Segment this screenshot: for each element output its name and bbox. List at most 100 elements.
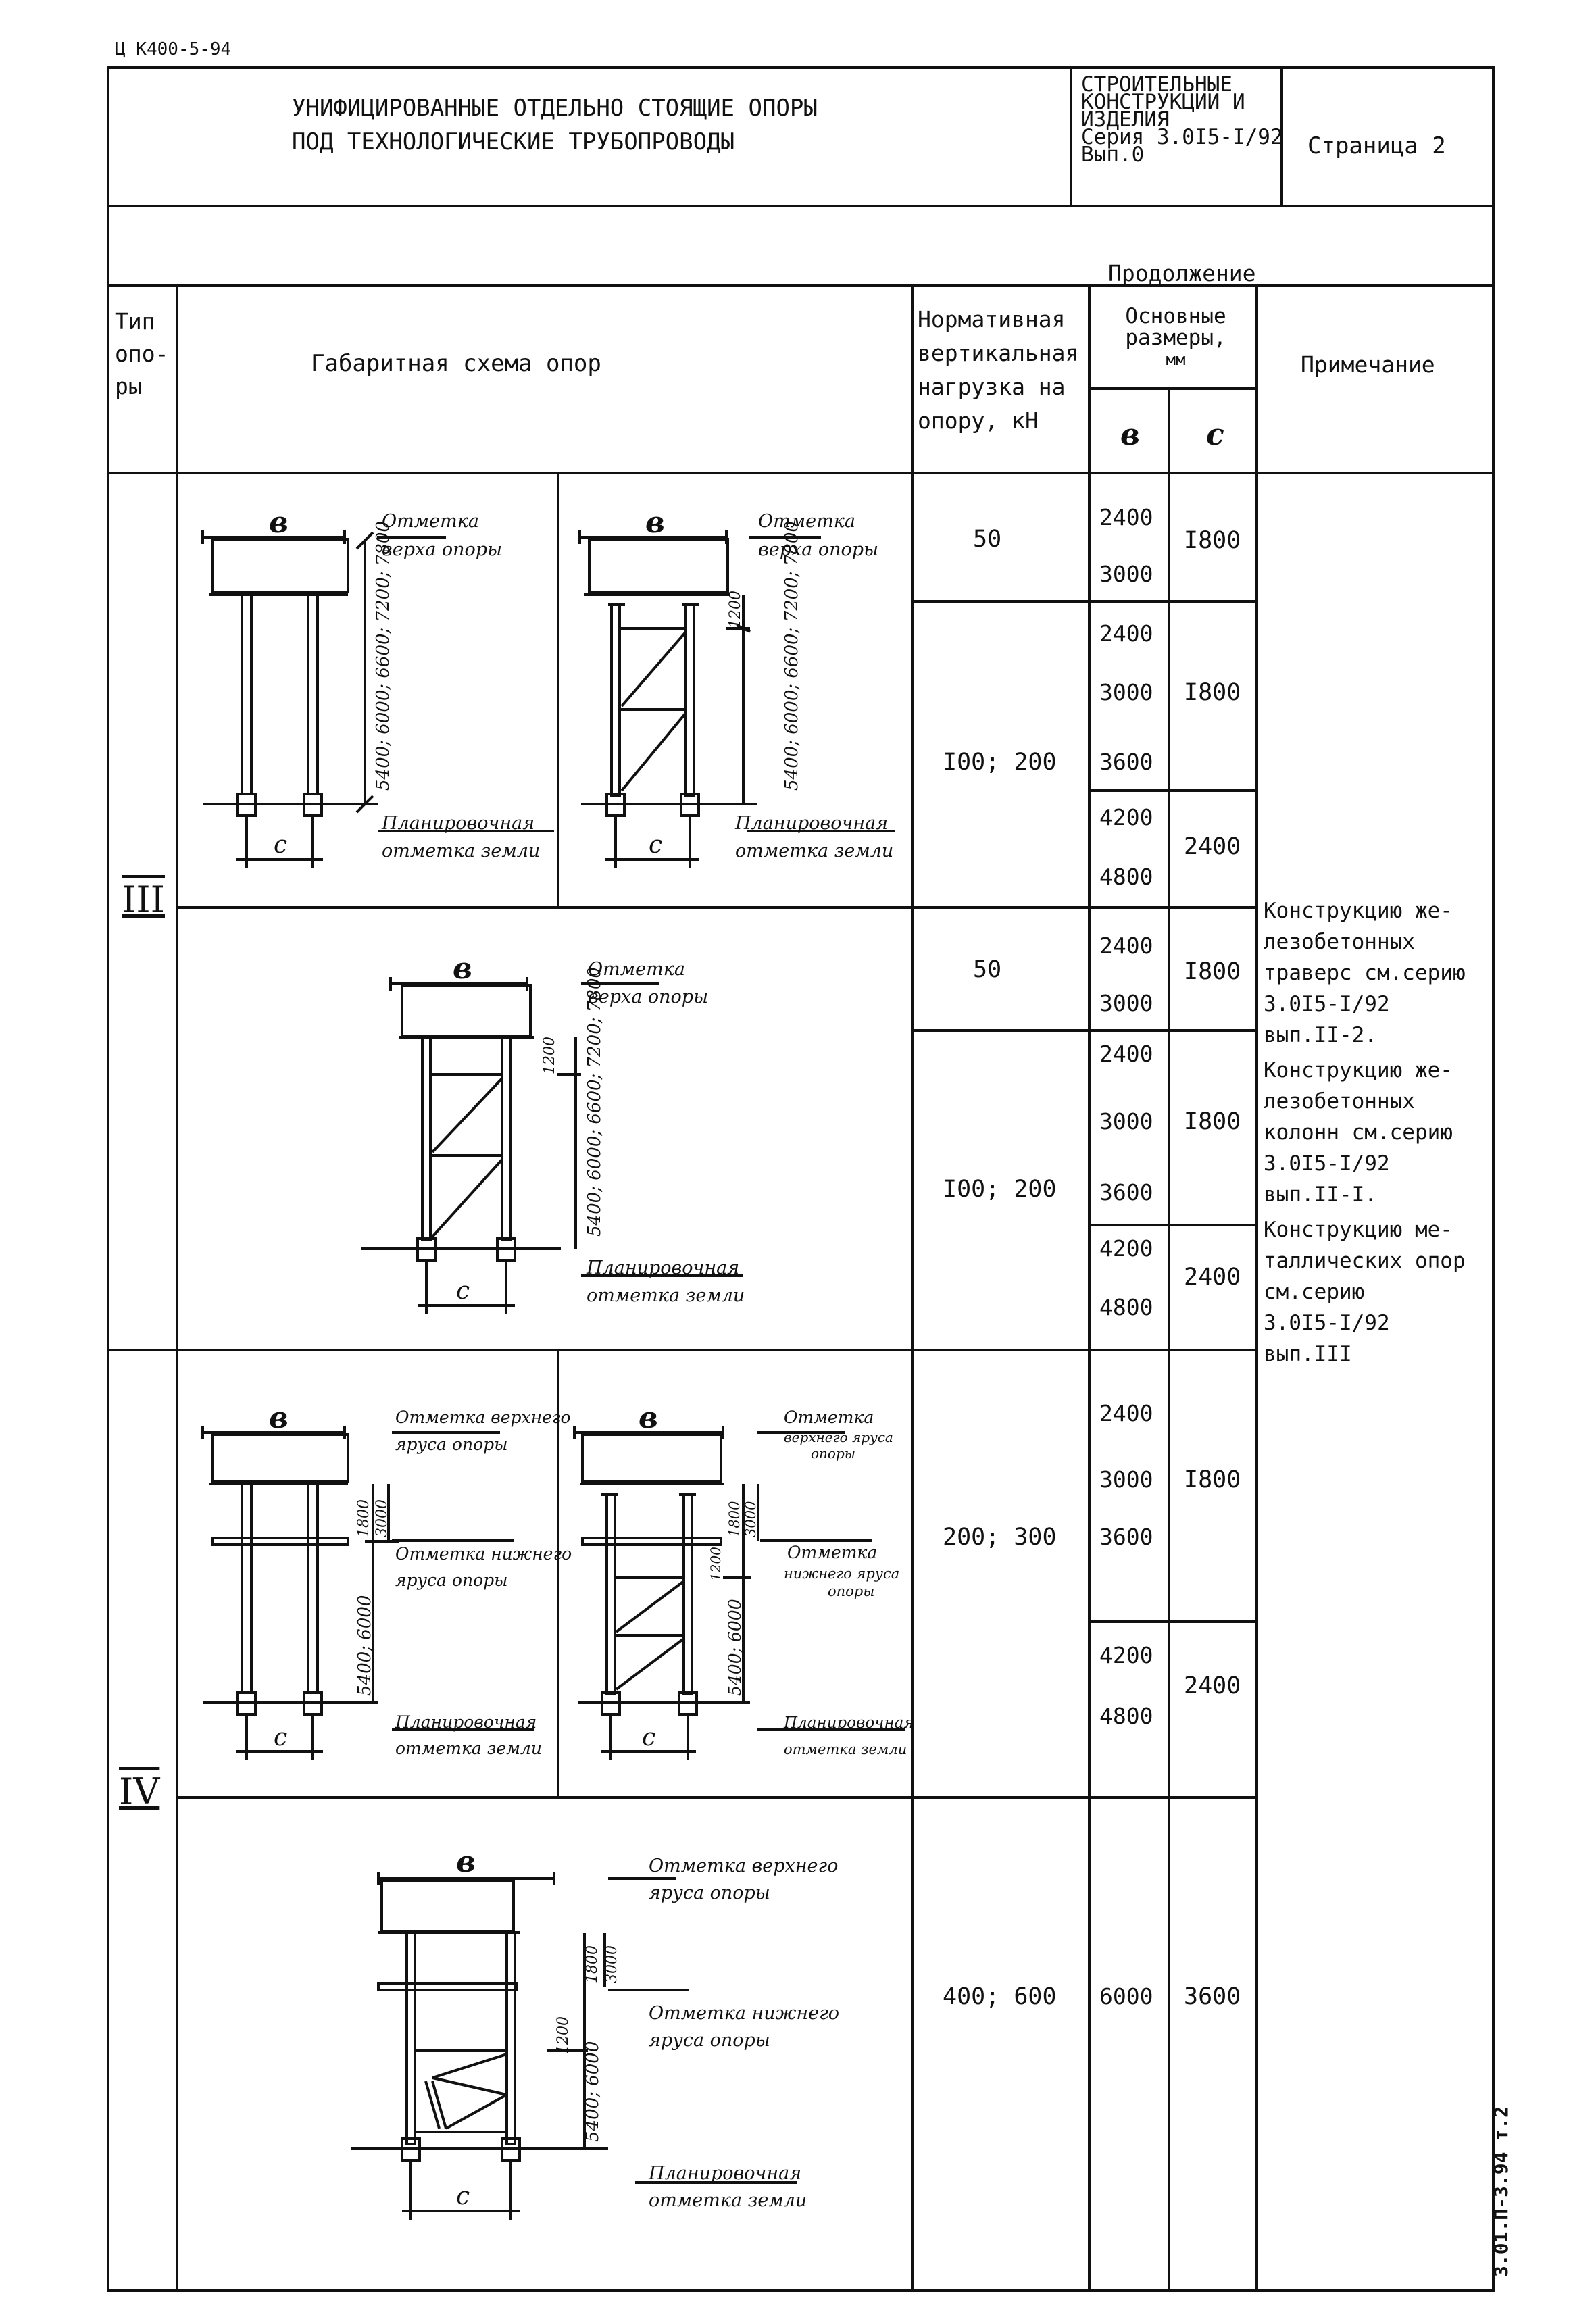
lower-tier-label: яруса опоры (649, 2030, 770, 2051)
dim-1200-label: 1200 (707, 1547, 724, 1581)
top-mark-label: Отметка (382, 511, 479, 532)
b-value: 2400 (1099, 504, 1153, 530)
scheme-iii-1 (201, 530, 554, 868)
continuation-label: Продолжение (1108, 260, 1256, 287)
note-line: 3.0I5-I/92 (1264, 1311, 1390, 1335)
note-line: 3.0I5-I/92 (1264, 992, 1390, 1016)
dim-c-label: с (274, 1724, 287, 1751)
c-value: I800 (1184, 527, 1241, 554)
lower-tier-label: Отметка нижнего (649, 2003, 839, 2024)
dim-3000-label: 3000 (374, 1499, 391, 1537)
dim-3000-label: 3000 (743, 1501, 759, 1537)
note-line: Конструкцию ме- (1264, 1218, 1453, 1242)
upper-tier-label: яруса опоры (395, 1435, 507, 1454)
b-value: 4200 (1099, 804, 1153, 830)
c-value: 2400 (1184, 833, 1241, 860)
dim-b-label: в (269, 505, 289, 540)
lower-tier-label: Отметка нижнего (395, 1544, 572, 1564)
col-type-line: Тип (115, 308, 155, 334)
b-value: 3000 (1099, 1108, 1153, 1135)
note-line: 3.0I5-I/92 (1264, 1151, 1390, 1176)
col-note-header: Примечание (1301, 351, 1435, 378)
upper-tier-label: Отметка верхнего (649, 1856, 838, 1876)
load-value: I00; 200 (943, 1176, 1057, 1203)
b-value: 2400 (1099, 620, 1153, 647)
col-c-header: с (1206, 418, 1224, 452)
ground-mark-label: Планировочная (783, 1714, 914, 1732)
note-line: вып.II-2. (1264, 1023, 1377, 1047)
ground-mark-label: Планировочная (381, 813, 534, 834)
ground-mark-label: Планировочная (648, 2163, 801, 2184)
b-value: 3600 (1099, 1524, 1153, 1550)
dim-b-label: в (453, 951, 472, 986)
header-title-line1: УНИФИЦИРОВАННЫЕ ОТДЕЛЬНО СТОЯЩИЕ ОПОРЫ (292, 95, 818, 122)
note-line: вып.II-I. (1264, 1183, 1377, 1207)
c-value: I800 (1184, 1108, 1241, 1135)
b-value: 2400 (1099, 932, 1153, 959)
scheme-iv-3 (351, 1872, 797, 2220)
upper-tier-label: яруса опоры (649, 1883, 770, 1903)
b-value: 4800 (1099, 864, 1153, 890)
top-mark-label: верха опоры (382, 539, 502, 560)
ground-mark-label: Планировочная (395, 1712, 537, 1732)
col-dims-header: Основные размеры, мм (1095, 305, 1257, 370)
b-value: 3600 (1099, 749, 1153, 775)
load-value: 50 (973, 526, 1002, 553)
col-load-line: вертикальная (918, 340, 1079, 366)
load-value: 50 (973, 956, 1002, 983)
height-dims-label: 5400; 6000; 6600; 7200; 7800 (373, 521, 393, 791)
load-value: 400; 600 (943, 1983, 1057, 2010)
dim-1200-label: 1200 (727, 591, 744, 628)
b-value: 2400 (1099, 1041, 1153, 1067)
load-value: 200; 300 (943, 1524, 1057, 1551)
note-line: лезобетонных (1264, 1089, 1415, 1114)
col-type-line: опо- (115, 341, 169, 367)
height-dims-label: 5400; 6000 (725, 1599, 745, 1696)
scheme-iv-1 (201, 1426, 534, 1760)
dim-1800-label: 1800 (584, 1945, 601, 1983)
upper-tier-label: Отметка (784, 1408, 874, 1427)
col-type-header: Тип опо- ры (115, 305, 168, 403)
dim-c-label: с (456, 1277, 470, 1305)
height-dims-label: 5400; 6000; 6600; 7200; 7800 (584, 967, 605, 1237)
height-dims-label: 5400; 6000 (582, 2041, 603, 2142)
b-value: 6000 (1099, 1983, 1153, 2010)
col-dims-line: размеры, (1125, 326, 1226, 350)
ground-mark-label: отметка земли (649, 2190, 807, 2211)
dim-1200-label: 1200 (541, 1037, 558, 1074)
dim-1200-label: 1200 (555, 2016, 572, 2054)
ground-mark-label: Планировочная (734, 813, 888, 834)
table-grid (107, 66, 1495, 2292)
top-mark-label: Отметка (588, 959, 685, 980)
note-line: см.серию (1264, 1280, 1365, 1304)
dim-b-label: в (645, 505, 665, 540)
dim-b-label: в (269, 1401, 289, 1435)
b-value: 4800 (1099, 1703, 1153, 1729)
c-value: 2400 (1184, 1264, 1241, 1291)
c-value: 2400 (1184, 1672, 1241, 1699)
note-line: лезобетонных (1264, 930, 1415, 954)
ground-mark-label: отметка земли (395, 1739, 542, 1758)
scheme-iii-2 (578, 530, 895, 868)
dim-c-label: с (642, 1724, 655, 1751)
b-value: 4200 (1099, 1642, 1153, 1668)
col-b-header: в (1120, 418, 1140, 452)
c-value: 3600 (1184, 1983, 1241, 2010)
dim-c-label: с (456, 2183, 470, 2210)
load-value: I00; 200 (943, 749, 1057, 776)
height-dims-label: 5400; 6000; 6600; 7200; 7800 (782, 521, 802, 791)
upper-tier-label: Отметка верхнего (395, 1408, 571, 1427)
height-dims-label: 5400; 6000 (355, 1595, 375, 1696)
top-mark-label: верха опоры (588, 987, 708, 1007)
dim-b-label: в (639, 1401, 658, 1435)
ground-mark-label: отметка земли (382, 841, 540, 862)
col-dims-line: Основные (1125, 304, 1226, 328)
b-value: 2400 (1099, 1400, 1153, 1426)
b-value: 4800 (1099, 1294, 1153, 1320)
col-type-line: ры (115, 373, 142, 399)
ground-mark-label: отметка земли (735, 841, 893, 862)
scheme-iv-2 (573, 1426, 905, 1760)
lower-tier-label: Отметка (787, 1543, 877, 1562)
